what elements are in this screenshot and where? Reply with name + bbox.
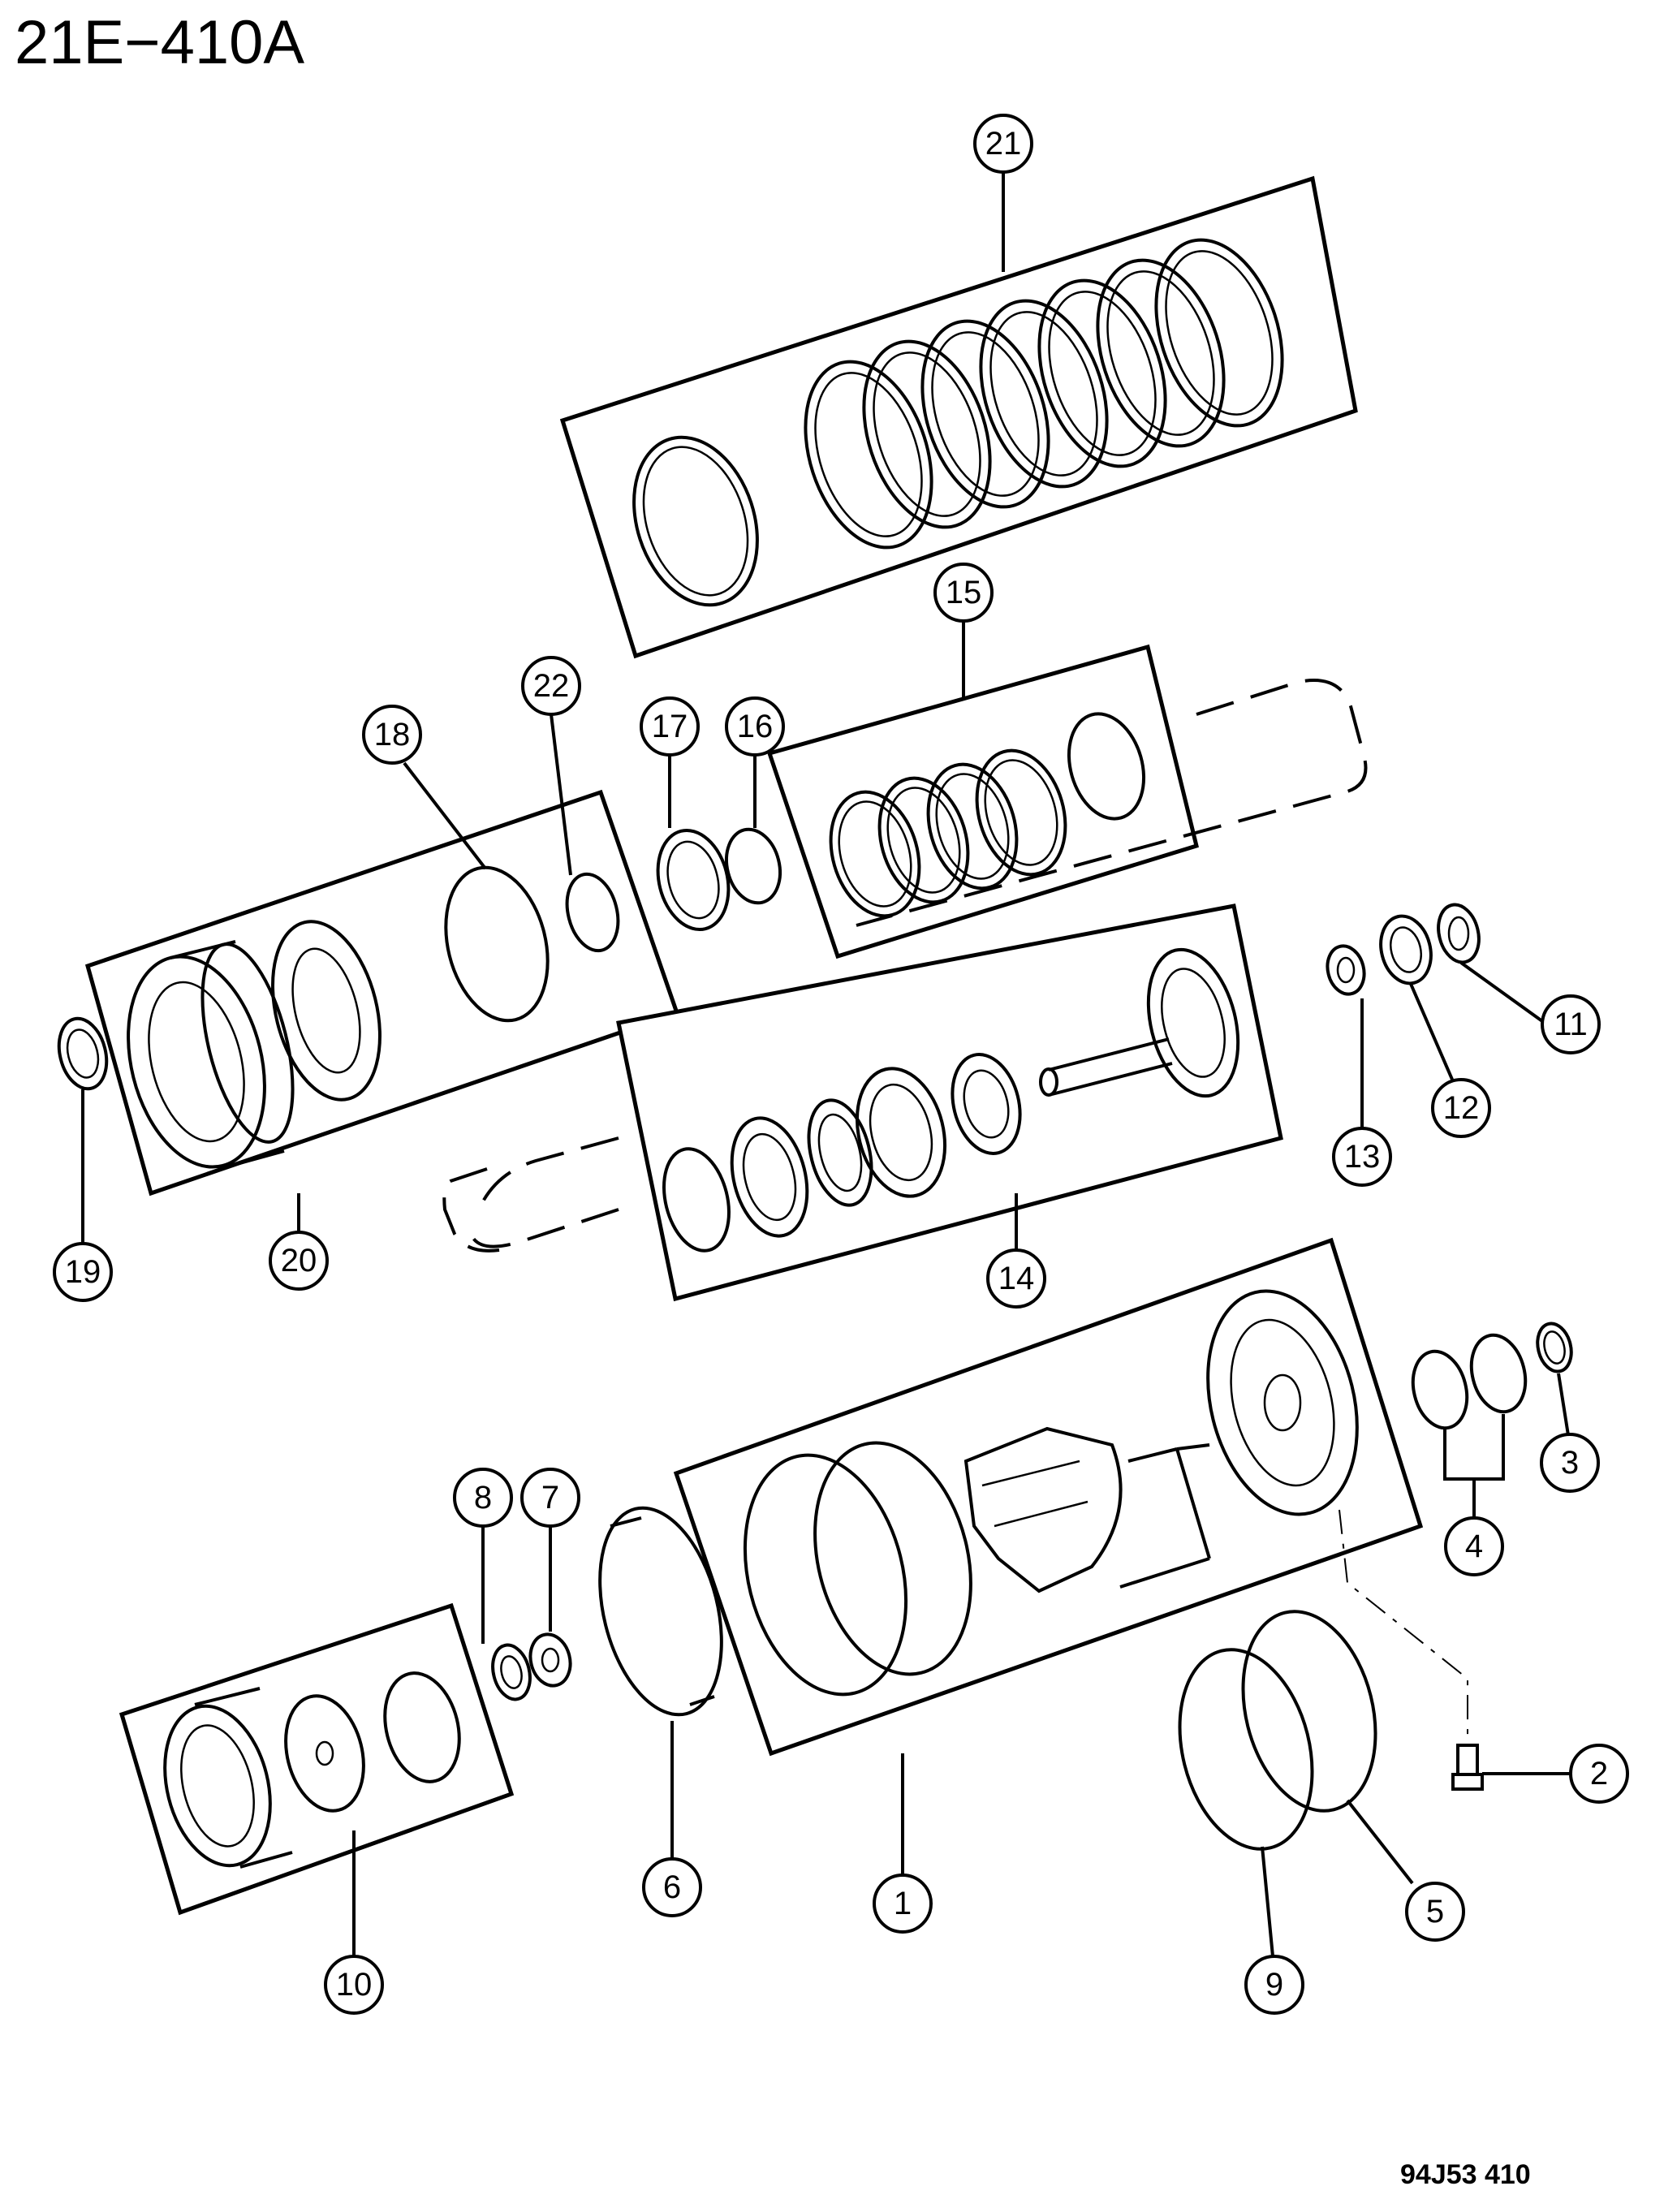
clutch-plates-15 bbox=[829, 748, 1067, 918]
brake-band-6 bbox=[598, 1506, 723, 1717]
callout-18: 18 bbox=[362, 705, 422, 765]
seal-ring-3 bbox=[1536, 1322, 1573, 1373]
seal-ring-5 bbox=[1241, 1610, 1377, 1813]
callout-16: 16 bbox=[725, 696, 785, 757]
svg-text:6: 6 bbox=[663, 1869, 681, 1905]
annulus-gear-10 bbox=[163, 1671, 461, 1869]
drum-rings-1 bbox=[743, 1441, 972, 1697]
callout-5: 5 bbox=[1405, 1882, 1465, 1942]
bolt-2 bbox=[1451, 1744, 1484, 1791]
drum-hub-20 bbox=[127, 920, 382, 1171]
thrust-washer-7 bbox=[528, 1632, 572, 1688]
svg-text:19: 19 bbox=[65, 1254, 101, 1290]
panel-clutch-pack-21 bbox=[559, 175, 1358, 659]
thrust-bearing-19 bbox=[57, 1016, 109, 1091]
thrust-bearing-12 bbox=[1379, 914, 1433, 985]
svg-text:2: 2 bbox=[1590, 1756, 1608, 1792]
svg-text:16: 16 bbox=[737, 709, 774, 744]
snap-ring-15 bbox=[1067, 712, 1146, 821]
svg-text:11: 11 bbox=[1554, 1007, 1588, 1042]
clutch-plates-21 bbox=[804, 238, 1284, 550]
callout-21: 21 bbox=[973, 114, 1033, 174]
callout-11: 11 bbox=[1541, 994, 1601, 1054]
snap-ring-16 bbox=[725, 827, 782, 905]
panel-annulus-gear-10 bbox=[119, 1602, 515, 1916]
svg-text:14: 14 bbox=[998, 1261, 1035, 1296]
svg-text:17: 17 bbox=[652, 709, 688, 744]
piston-housing-1 bbox=[1206, 1289, 1359, 1516]
callout-1: 1 bbox=[873, 1874, 933, 1934]
svg-text:21: 21 bbox=[985, 126, 1022, 162]
seal-ring-9 bbox=[1178, 1648, 1314, 1851]
svg-text:10: 10 bbox=[336, 1967, 373, 2003]
svg-text:7: 7 bbox=[541, 1480, 559, 1516]
seal-ring-18 bbox=[444, 865, 550, 1023]
svg-text:9: 9 bbox=[1265, 1967, 1283, 2003]
callout-4: 4 bbox=[1444, 1516, 1504, 1576]
svg-text:1: 1 bbox=[894, 1886, 912, 1921]
gear-set-14 bbox=[662, 1053, 1022, 1253]
bearing-ring-17 bbox=[656, 828, 731, 932]
svg-text:12: 12 bbox=[1443, 1090, 1480, 1126]
callout-13: 13 bbox=[1332, 1127, 1392, 1187]
callout-17: 17 bbox=[640, 696, 700, 757]
callout-20: 20 bbox=[269, 1231, 329, 1291]
svg-text:13: 13 bbox=[1344, 1139, 1381, 1175]
svg-text:4: 4 bbox=[1465, 1529, 1483, 1564]
svg-text:8: 8 bbox=[474, 1480, 492, 1516]
svg-text:18: 18 bbox=[374, 717, 411, 752]
callout-12: 12 bbox=[1431, 1078, 1491, 1138]
panel-gear-shaft-14 bbox=[616, 903, 1283, 1302]
panel-hub-assembly-20 bbox=[84, 789, 680, 1197]
thrust-washer-13 bbox=[1326, 944, 1366, 996]
panel-drum-assembly-1 bbox=[673, 1237, 1424, 1757]
snap-rings-4 bbox=[1411, 1333, 1528, 1430]
callout-14: 14 bbox=[986, 1248, 1046, 1309]
svg-text:5: 5 bbox=[1426, 1894, 1444, 1930]
svg-text:15: 15 bbox=[946, 575, 982, 610]
callout-3: 3 bbox=[1540, 1433, 1600, 1493]
callout-2: 2 bbox=[1569, 1744, 1629, 1804]
output-shaft-14 bbox=[1039, 947, 1240, 1098]
panel-clutch-pack-15 bbox=[766, 644, 1199, 959]
svg-text:3: 3 bbox=[1561, 1445, 1579, 1481]
callout-10: 10 bbox=[324, 1955, 384, 2015]
callout-7: 7 bbox=[520, 1468, 580, 1528]
callout-9: 9 bbox=[1244, 1955, 1304, 2015]
drawing-code: 94J53 410 bbox=[1400, 2159, 1531, 2190]
seal-ring-22 bbox=[565, 872, 620, 953]
callout-22: 22 bbox=[521, 656, 581, 716]
band-assembly-1 bbox=[963, 1426, 1123, 1593]
callout-19: 19 bbox=[53, 1242, 113, 1302]
svg-text:20: 20 bbox=[281, 1243, 317, 1278]
callout-6: 6 bbox=[642, 1857, 702, 1917]
thrust-washer-11 bbox=[1437, 903, 1481, 964]
snap-ring-21 bbox=[632, 435, 759, 607]
diagram-title: 21E−410A bbox=[15, 8, 304, 77]
thrust-bearing-8 bbox=[491, 1643, 532, 1701]
callout-8: 8 bbox=[453, 1468, 513, 1528]
callout-15: 15 bbox=[933, 563, 994, 623]
svg-text:22: 22 bbox=[533, 668, 570, 704]
